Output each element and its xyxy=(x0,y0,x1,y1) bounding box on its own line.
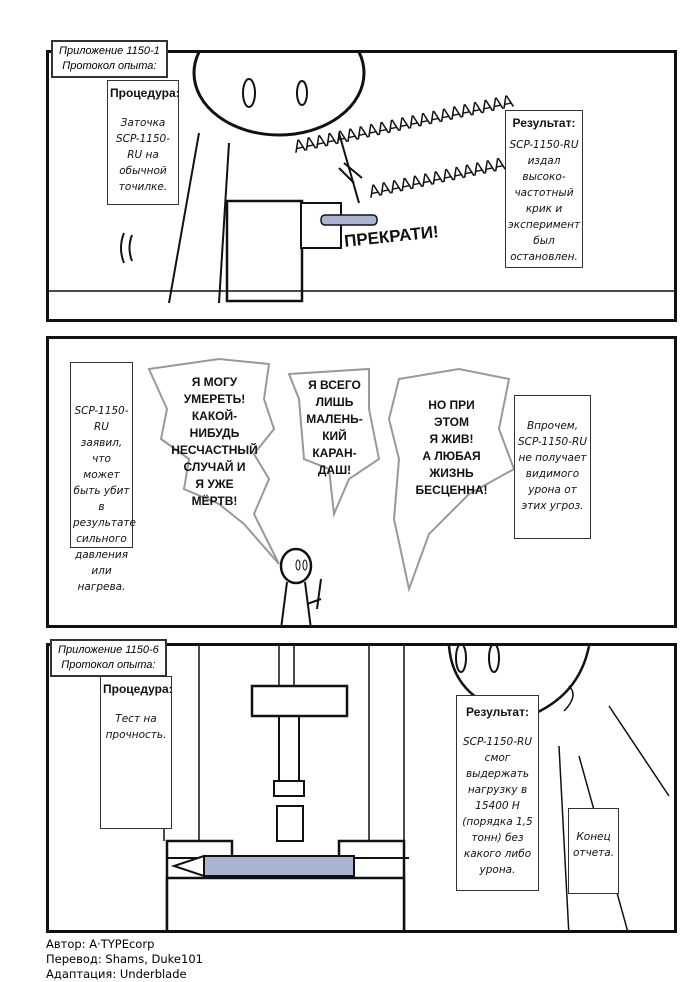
credit-translation: Перевод: Shams, Duke101 xyxy=(46,952,203,966)
result-title: Результат: xyxy=(512,116,576,130)
no-damage-box: Впрочем, SCP-1150-RU не получает видимог… xyxy=(514,395,591,539)
result-box-1: Результат: SCP-1150-RU издал высоко-часто… xyxy=(505,110,583,268)
result-box-6: Результат: SCP-1150-RU смог выдержать наг… xyxy=(456,695,539,891)
speech-bubbles-drawing xyxy=(147,357,516,625)
speech-bubble-2: Я ВСЕГО ЛИШЬ МАЛЕНЬ- КИЙ КАРАН- ДАШ! xyxy=(306,378,363,477)
scientist-sharpener-drawing xyxy=(49,53,674,304)
result-title: Результат: xyxy=(466,705,529,719)
credit-adaptation: Адаптация: Underblade xyxy=(46,967,187,981)
result-text: SCP-1150-RU издал высоко-частотный крик … xyxy=(508,139,581,263)
caption-appendix-6: Приложение 1150-6 Протокол опыта: xyxy=(50,639,167,677)
procedure-title: Процедура: xyxy=(110,86,180,100)
end-report-text: Конец отчета. xyxy=(572,831,615,859)
procedure-box-1: Процедура: Заточка SCP-1150-RU на обычной… xyxy=(107,80,180,205)
credit-author: Автор: A·TYPEcorp xyxy=(46,937,155,951)
speech-bubble-1: Я МОГУ УМЕРЕТЬ! КАКОЙ- НИБУДЬ НЕСЧАСТНЫЙ… xyxy=(171,375,258,508)
procedure-box-6: Процедура: Тест на прочность. xyxy=(100,676,173,829)
procedure-title: Процедура: xyxy=(103,682,173,696)
no-damage-text: Впрочем, SCP-1150-RU не получает видимог… xyxy=(517,420,588,512)
speech-bubble-3: НО ПРИ ЭТОМ Я ЖИВ! А ЛЮБАЯ ЖИЗНЬ БЕСЦЕНН… xyxy=(415,398,488,497)
result-text: SCP-1150-RU смог выдержать нагрузку в 15… xyxy=(462,736,533,876)
credits: Автор: A·TYPEcorp Перевод: Shams, Duke10… xyxy=(46,937,203,982)
press-test-drawing xyxy=(163,646,670,930)
claim-text: SCP-1150-RU заявил, что может быть убит … xyxy=(73,405,136,593)
end-report-box: Конец отчета. xyxy=(568,808,619,894)
caption-appendix-1: Приложение 1150-1 Протокол опыта: xyxy=(51,40,168,78)
procedure-text: Тест на прочность. xyxy=(105,713,167,741)
claim-box: SCP-1150-RU заявил, что может быть убит … xyxy=(70,362,136,593)
procedure-text: Заточка SCP-1150-RU на обычной точилке. xyxy=(115,117,171,193)
panel-2: Я МОГУ УМЕРЕТЬ! КАКОЙ- НИБУДЬ НЕСЧАСТНЫЙ… xyxy=(46,336,677,628)
